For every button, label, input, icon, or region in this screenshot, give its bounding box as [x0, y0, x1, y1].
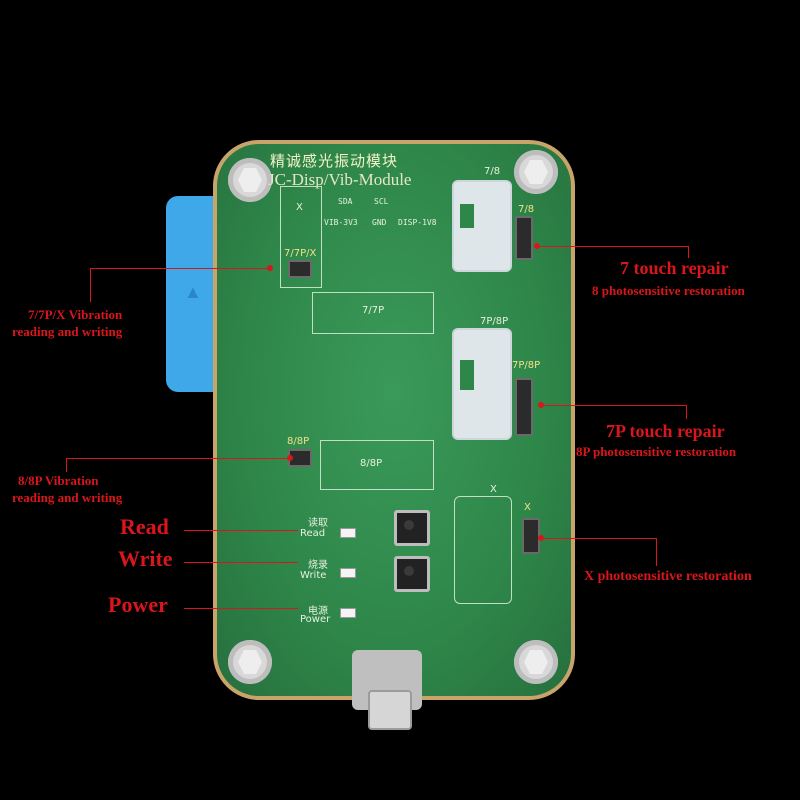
- leader-power: [184, 608, 298, 609]
- mount-hole-bottom-right: [514, 640, 558, 684]
- power-label-cn: 电源: [308, 606, 328, 617]
- ann-write: Write: [118, 546, 173, 571]
- ann-vib-7-line1: 7/7P/X Vibration: [28, 307, 123, 322]
- pin-sda: SDA: [338, 197, 353, 206]
- usb-port[interactable]: [368, 690, 412, 730]
- zone-7-7p: [312, 292, 434, 334]
- ann-touch-7-line1: 7 touch repair: [620, 258, 729, 278]
- pin-disp: DISP-1V8: [398, 218, 437, 227]
- x-outline: [280, 186, 322, 288]
- dot-x: [538, 535, 544, 541]
- label-8-8p: 8/8P: [360, 458, 383, 469]
- phone-silhouette-7p-8p: [452, 328, 512, 440]
- read-label-en: Read: [300, 528, 326, 539]
- ann-touch-7p-line2: 8P photosensitive restoration: [576, 444, 737, 459]
- zone-8-8p: [320, 440, 434, 490]
- leader-x: [544, 538, 656, 539]
- pin-scl: SCL: [374, 197, 389, 206]
- label-7-7p-x-small: 7/7P/X: [284, 248, 317, 259]
- leader-vib-7-down: [90, 268, 91, 302]
- pin-vib: VIB-3V3: [324, 218, 358, 227]
- label-7-7p: 7/7P: [362, 305, 385, 316]
- ann-vib-8-line1: 8/8P Vibration: [18, 473, 99, 488]
- power-label-en: Power: [300, 614, 331, 625]
- power-led: [340, 608, 356, 618]
- leader-read: [184, 530, 298, 531]
- leader-touch-7: [540, 246, 688, 247]
- dot-vib-8: [287, 455, 293, 461]
- ann-read: Read: [120, 514, 169, 539]
- ann-x-photo: X photosensitive restoration: [584, 569, 752, 584]
- read-label-cn: 读取: [308, 518, 328, 529]
- connector-7-8: [515, 216, 533, 260]
- pcb-board: [213, 140, 575, 700]
- label-conn-7-8: 7/8: [518, 204, 535, 215]
- label-phone-7p-8p: 7P/8P: [480, 316, 509, 327]
- label-conn-x: X: [524, 502, 531, 513]
- leader-vib-7: [90, 268, 270, 269]
- read-led: [340, 528, 356, 538]
- mount-hole-top-left: [228, 158, 272, 202]
- phone-silhouette-7-8: [452, 180, 512, 272]
- label-phone-x: X: [490, 484, 497, 495]
- dot-vib-7: [267, 265, 273, 271]
- label-8-8p-small: 8/8P: [287, 436, 310, 447]
- leader-touch-7p: [544, 405, 686, 406]
- ann-vib-7-line2: reading and writing: [12, 324, 123, 339]
- x-label: X: [296, 202, 303, 213]
- label-conn-7p-8p: 7P/8P: [512, 360, 541, 371]
- board-title-en: JC-Disp/Vib-Module: [268, 170, 412, 189]
- ann-power: Power: [108, 592, 168, 617]
- board-title-cn: 精诚感光振动模块: [270, 152, 399, 170]
- leader-write: [184, 562, 298, 563]
- pin-gnd: GND: [372, 218, 387, 227]
- pcb-surface: [217, 144, 571, 696]
- mount-hole-bottom-left: [228, 640, 272, 684]
- phone-outline-x: [454, 496, 512, 604]
- ann-touch-7p-line1: 7P touch repair: [606, 421, 725, 441]
- ann-vib-8-line2: reading and writing: [12, 490, 123, 505]
- write-label-cn: 烧录: [308, 560, 328, 571]
- ann-touch-7-line2: 8 photosensitive restoration: [592, 283, 745, 298]
- mount-hole-top-right: [514, 150, 558, 194]
- leader-vib-8-down: [66, 458, 67, 472]
- write-label-en: Write: [300, 570, 327, 581]
- connector-7-7p-x: [288, 260, 312, 278]
- read-button[interactable]: [394, 510, 430, 546]
- leader-touch-7-down: [688, 246, 689, 258]
- leader-x-down: [656, 538, 657, 566]
- connector-7p-8p: [515, 378, 533, 436]
- arrow-icon: ▲: [184, 282, 202, 302]
- leader-touch-7p-down: [686, 405, 687, 419]
- leader-vib-8: [66, 458, 290, 459]
- dot-touch-7p: [538, 402, 544, 408]
- write-button[interactable]: [394, 556, 430, 592]
- write-led: [340, 568, 356, 578]
- label-phone-7-8: 7/8: [484, 166, 501, 177]
- dot-touch-7: [534, 243, 540, 249]
